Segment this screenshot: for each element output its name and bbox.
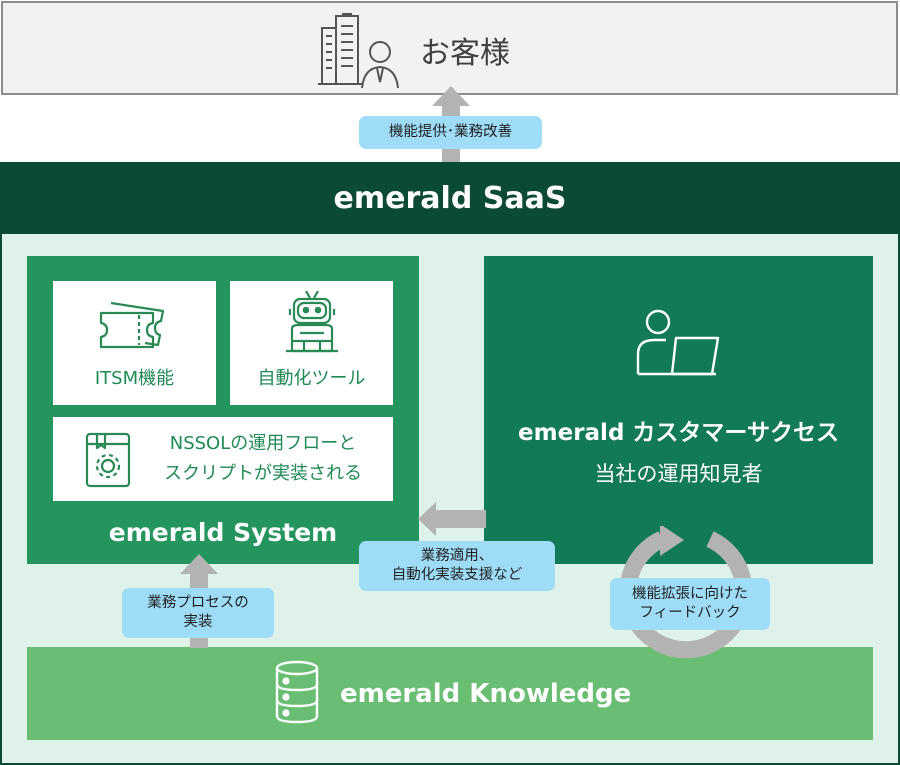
feedback-label: 機能拡張に向けた フィードバック — [610, 578, 770, 630]
database-icon — [275, 660, 319, 724]
gear-document-icon — [85, 432, 131, 488]
customer-success-subtitle: 当社の運用知見者 — [594, 462, 763, 486]
itsm-label: ITSM機能 — [94, 368, 175, 389]
apply-label: 業務適用、 自動化実装支援など — [359, 541, 555, 591]
automation-label: 自動化ツール — [257, 368, 366, 389]
provide-label: 機能提供･業務改善 — [359, 116, 542, 149]
customer-box — [1, 1, 898, 95]
automation-card: 自動化ツール — [230, 281, 393, 405]
customer-success-panel — [484, 256, 873, 564]
customer-label: お客様 — [420, 36, 510, 71]
knowledge-title: emerald Knowledge — [340, 679, 632, 709]
flow-label: NSSOLの運用フローと スクリプトが実装される — [164, 433, 362, 484]
customer-success-title: emerald カスタマーサクセス — [518, 420, 839, 446]
itsm-card: ITSM機能 — [53, 281, 216, 405]
customer-building-icon — [318, 13, 399, 89]
robot-icon — [286, 290, 338, 353]
feedback-cycle-arrow — [619, 526, 753, 659]
knowledge-bar — [27, 647, 873, 740]
saas-header: emerald SaaS — [0, 162, 900, 234]
left-arrow-to-system — [418, 502, 486, 536]
person-laptop-icon — [636, 309, 720, 376]
ticket-icon — [99, 301, 165, 349]
process-label: 業務プロセスの 実装 — [122, 588, 274, 638]
flow-card: NSSOLの運用フローと スクリプトが実装される — [53, 417, 393, 501]
system-title: emerald System — [108, 517, 338, 547]
